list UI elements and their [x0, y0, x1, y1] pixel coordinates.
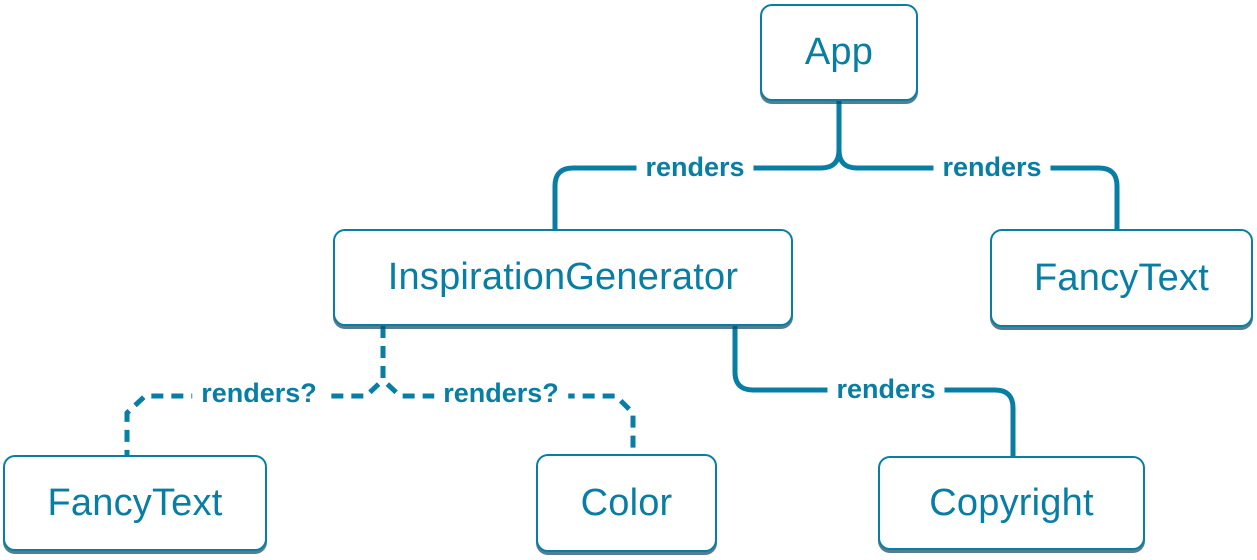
edge-label-inspiration-generator-to-fancy-text: renders? — [192, 378, 326, 410]
edge-label-inspiration-generator-to-copyright: renders — [827, 374, 945, 406]
node-app: App — [760, 4, 918, 101]
node-fancy-text-top: FancyText — [990, 229, 1253, 327]
node-fancy-text-bottom: FancyText — [3, 455, 267, 551]
node-label-copyright: Copyright — [929, 481, 1094, 524]
node-inspiration-generator: InspirationGenerator — [333, 229, 793, 326]
edge-label-app-to-inspiration-generator: renders — [636, 152, 754, 184]
node-copyright: Copyright — [878, 456, 1145, 550]
node-label-fancy-text-bottom: FancyText — [47, 481, 223, 524]
node-label-color: Color — [580, 481, 673, 524]
node-label-inspiration-generator: InspirationGenerator — [387, 256, 739, 298]
node-label-fancy-text-top: FancyText — [1034, 256, 1209, 299]
edge-label-app-to-fancy-text: renders — [933, 152, 1051, 184]
edge-label-inspiration-generator-to-color: renders? — [434, 378, 568, 410]
node-label-app: App — [804, 31, 874, 73]
node-color: Color — [536, 454, 717, 552]
